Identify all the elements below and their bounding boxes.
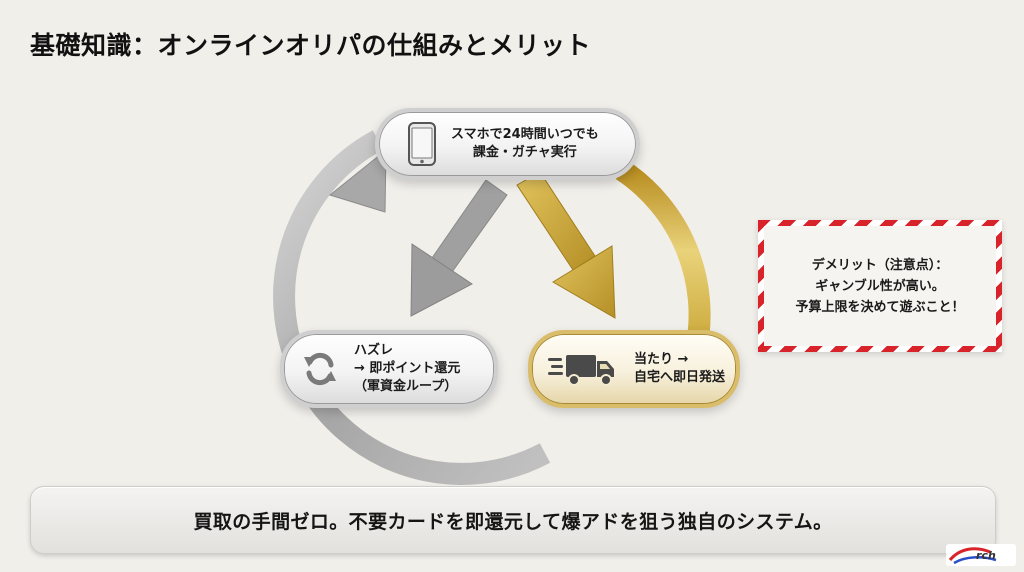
- warning-line-2: ギャンブル性が高い。: [815, 278, 945, 294]
- node-left-line-3: （軍資金ループ）: [354, 379, 458, 394]
- node-right-line-1: 当たり →: [634, 352, 689, 367]
- smartphone-icon: [408, 122, 436, 166]
- cycle-arrowhead: [328, 148, 387, 213]
- node-left-line-2: → 即ポイント還元: [354, 361, 461, 376]
- logo-text: rch: [976, 549, 996, 562]
- node-left-line-1: ハズレ: [354, 343, 394, 358]
- summary-banner: 買取の手間ゼロ。不要カードを即還元して爆アドを狙う独自のシステム。: [30, 486, 996, 554]
- brand-logo: rch: [946, 544, 1016, 566]
- warning-box: デメリット（注意点）： ギャンブル性が高い。 予算上限を決めて遊ぶこと！: [758, 220, 1002, 352]
- node-top-line-1: スマホで24時間いつでも: [451, 127, 599, 142]
- delivery-truck-icon: [548, 355, 614, 386]
- silver-arrow-to-loss: [410, 179, 508, 317]
- gold-cycle-ring: [615, 160, 711, 353]
- page-title: 基礎知識：オンラインオリパの仕組みとメリット: [30, 31, 592, 60]
- warning-line-1: デメリット（注意点）：: [811, 257, 949, 273]
- gold-arrow-to-win: [516, 171, 616, 319]
- summary-banner-text: 買取の手間ゼロ。不要カードを即還元して爆アドを狙う独自のシステム。: [193, 510, 833, 533]
- node-top-line-2: 課金・ガチャ実行: [472, 145, 577, 160]
- warning-line-3: 予算上限を決めて遊ぶこと！: [795, 299, 965, 315]
- node-right-line-2: 自宅へ即日発送: [634, 370, 726, 385]
- refresh-icon: [304, 352, 336, 386]
- node-right-win: 当たり → 自宅へ即日発送: [528, 330, 740, 408]
- node-top-gacha: スマホで24時間いつでも 課金・ガチャ実行: [375, 108, 640, 180]
- node-left-loss: ハズレ → 即ポイント還元 （軍資金ループ）: [280, 330, 498, 408]
